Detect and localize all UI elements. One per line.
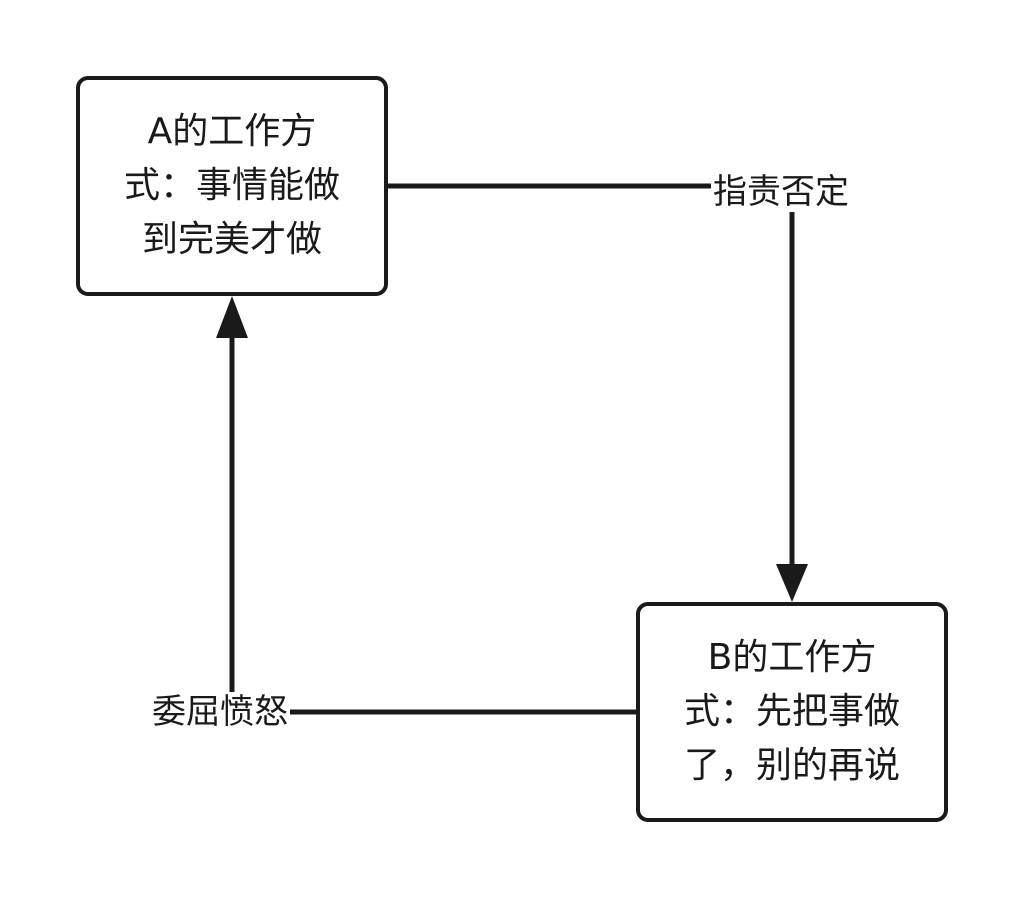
edge-b-to-a-label: 委屈愤怒 [150, 692, 290, 732]
node-a-box: A的工作方式：事情能做到完美才做 [76, 76, 388, 296]
node-b-box: B的工作方式：先把事做了，别的再说 [636, 602, 948, 822]
edge-a-to-b-arrowhead [776, 564, 808, 602]
node-a-text: A的工作方式：事情能做到完美才做 [123, 111, 340, 260]
edge-a-to-b-label: 指责否定 [711, 172, 851, 212]
node-b-text: B的工作方式：先把事做了，别的再说 [683, 637, 900, 786]
edge-b-to-a-arrowhead [216, 296, 248, 338]
